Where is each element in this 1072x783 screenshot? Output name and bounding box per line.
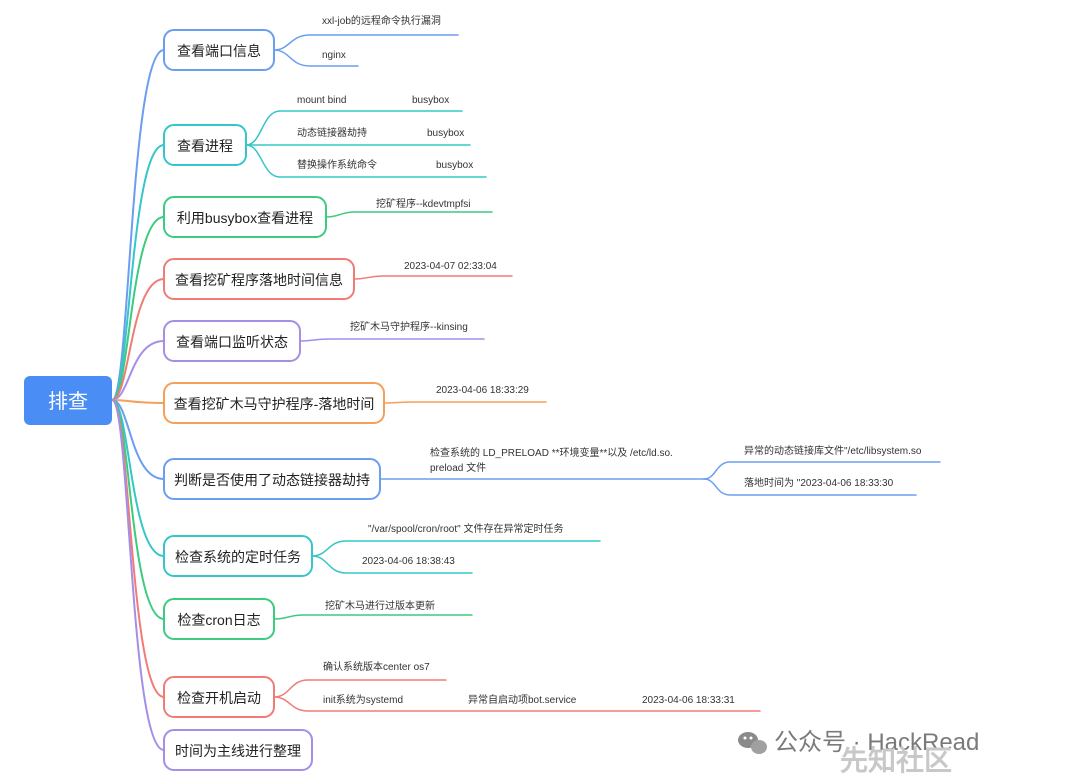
leaf-text: 2023-04-07 02:33:04: [404, 261, 497, 272]
leaf-extra: busybox: [412, 95, 449, 106]
connector-b4: [111, 278, 165, 401]
leaf-extra2: 2023-04-06 18:33:31: [642, 695, 735, 706]
root-node[interactable]: 排查: [24, 376, 112, 425]
leaf-text: 检查系统的 LD_PRELOAD **环境变量**以及 /etc/ld.so.: [430, 446, 673, 459]
branch-label: 检查cron日志: [177, 612, 260, 628]
branch-label: 查看端口监听状态: [176, 334, 288, 350]
branch-cron-log[interactable]: 检查cron日志: [163, 598, 275, 640]
connector-b1: [111, 49, 165, 401]
branch-busybox-process[interactable]: 利用busybox查看进程: [163, 196, 327, 238]
leaf-text: mount bind: [297, 95, 346, 106]
branch-cron-tasks[interactable]: 检查系统的定时任务: [163, 535, 313, 577]
wechat-icon: [738, 732, 767, 754]
connector-b6: [111, 399, 165, 404]
branch-startup-check[interactable]: 检查开机启动: [163, 676, 275, 718]
leaf-text: 确认系统版本center os7: [323, 660, 430, 673]
leaf-text: nginx: [322, 50, 346, 61]
leaf-extra: 异常自启动项bot.service: [468, 693, 577, 706]
connector-b11: [111, 399, 165, 751]
branch-label: 检查系统的定时任务: [175, 549, 301, 565]
leaf-text: 动态链接器劫持: [297, 126, 367, 139]
leaf-text: "/var/spool/cron/root" 文件存在异常定时任务: [368, 522, 563, 535]
watermark-site: 先知社区: [840, 744, 952, 776]
leaf-text: 挖矿木马守护程序--kinsing: [350, 320, 468, 333]
branch-label: 时间为主线进行整理: [175, 743, 301, 759]
leaf-extra: busybox: [427, 128, 464, 139]
leaf-text: 2023-04-06 18:38:43: [362, 556, 455, 567]
connector-b2: [111, 144, 165, 401]
branch-timeline[interactable]: 时间为主线进行整理: [163, 729, 313, 771]
branch-daemon-drop-time[interactable]: 查看挖矿木马守护程序-落地时间: [163, 382, 385, 424]
leaf-text: 挖矿木马进行过版本更新: [325, 599, 435, 612]
branch-check-port-info[interactable]: 查看端口信息: [163, 29, 275, 71]
branch-label: 查看进程: [177, 138, 233, 154]
connector-b3: [111, 216, 165, 401]
branch-port-listen[interactable]: 查看端口监听状态: [163, 320, 301, 362]
watermark-account: 公众号 · HackRead: [774, 729, 979, 756]
root-label: 排查: [48, 390, 88, 413]
connector-b5: [111, 340, 165, 401]
leaf-text: 2023-04-06 18:33:29: [436, 385, 529, 396]
leaf-child-text: 异常的动态链接库文件"/etc/libsystem.so: [744, 444, 922, 457]
leaf-child-text: 落地时间为 "2023-04-06 18:33:30: [744, 476, 894, 489]
branch-label: 判断是否使用了动态链接器劫持: [174, 472, 370, 488]
leaf-text: 挖矿程序--kdevtmpfsi: [376, 197, 470, 210]
branch-mining-drop-time[interactable]: 查看挖矿程序落地时间信息: [163, 258, 355, 300]
branch-label: 查看挖矿木马守护程序-落地时间: [174, 396, 375, 412]
watermark: 公众号 · HackRead 先知社区: [738, 729, 979, 776]
connector-b7: [111, 399, 165, 480]
branch-label: 利用busybox查看进程: [177, 210, 313, 226]
branch-label: 查看挖矿程序落地时间信息: [175, 272, 343, 288]
leaf-text: 替换操作系统命令: [297, 158, 377, 171]
branch-label: 查看端口信息: [177, 43, 261, 59]
leaf-text-line2: preload 文件: [430, 461, 486, 474]
leaf-text: xxl-job的远程命令执行漏洞: [322, 14, 441, 27]
branch-check-process[interactable]: 查看进程: [163, 124, 247, 166]
branch-ld-hijack[interactable]: 判断是否使用了动态链接器劫持: [163, 458, 381, 500]
leaf-extra: busybox: [436, 160, 473, 171]
root-connectors: [111, 49, 165, 751]
leaf-text: init系统为systemd: [323, 693, 403, 706]
root-box: [24, 376, 112, 425]
branch-label: 检查开机启动: [177, 690, 261, 706]
